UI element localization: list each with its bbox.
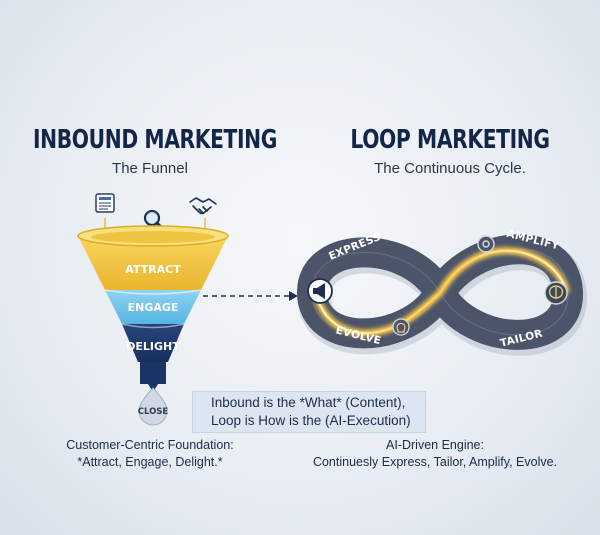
stage-label-attract: ATTRACT — [125, 263, 181, 276]
stage-label-engage: ENGAGE — [128, 301, 179, 314]
funnel-stage-delight — [122, 324, 184, 362]
funnel-stage-attract — [78, 236, 228, 290]
summary-callout: Inbound is the *What* (Content), Loop is… — [192, 391, 426, 433]
loop-subtitle: The Continuous Cycle. — [374, 160, 526, 177]
loop-title: LOOP MARKETING — [350, 125, 550, 155]
brain-icon — [544, 281, 568, 305]
loop-caption-line-2: Continuesly Express, Tailor, Amplify, Ev… — [312, 455, 558, 469]
document-icon — [95, 193, 115, 213]
inbound-subtitle: The Funnel — [112, 160, 188, 177]
loop-caption-line-1: AI-Driven Engine: — [386, 438, 484, 452]
inbound-caption-line-2: *Attract, Engage, Delight.* — [77, 455, 223, 469]
stage-label-close: CLOSE — [138, 407, 169, 417]
funnel-stage-engage — [105, 290, 201, 324]
infinity-loop: EXPRESS AMPLIFY TAILOR EVOLVE — [296, 228, 587, 356]
funnel: ATTRACT ENGAGE DELIGHT CLOSE — [77, 225, 229, 426]
stage-label-delight: DELIGHT — [126, 340, 180, 353]
connector-arrow — [203, 291, 298, 301]
megaphone-icon — [307, 278, 333, 304]
gear-icon — [477, 235, 495, 253]
inbound-caption-line-1: Customer-Centric Foundation: — [66, 438, 234, 452]
funnel-spout — [140, 362, 166, 384]
funnel-stage-close — [138, 387, 168, 426]
handshake-icon — [189, 197, 217, 215]
inbound-title: INBOUND MARKETING — [33, 125, 277, 155]
lightbulb-icon — [392, 318, 410, 336]
callout-line-2: Loop is How is the (AI-Execution) — [211, 413, 411, 428]
callout-line-1: Inbound is the *What* (Content), — [211, 395, 406, 410]
